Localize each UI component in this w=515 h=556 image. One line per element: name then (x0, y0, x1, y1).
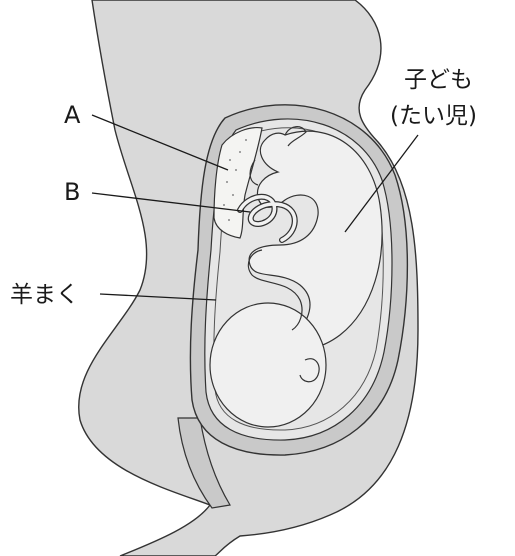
label-child-sub: (たい児) (390, 102, 477, 130)
label-a: A (64, 101, 80, 129)
label-amnion: 羊まく (10, 281, 79, 309)
label-child: 子ども (404, 66, 473, 94)
fetus-head (210, 303, 326, 427)
label-b: B (64, 178, 80, 206)
